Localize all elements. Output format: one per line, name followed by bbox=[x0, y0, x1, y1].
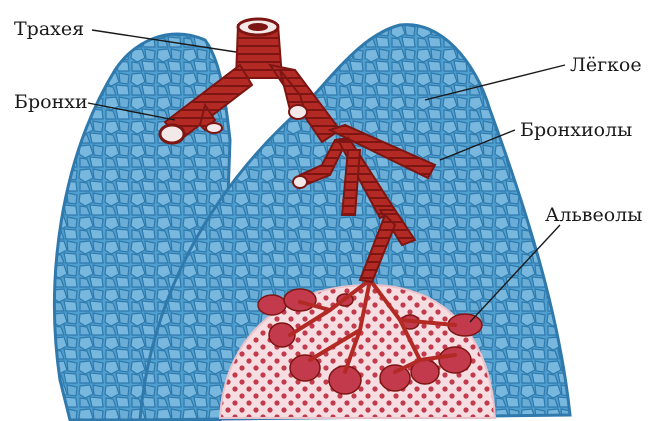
label-bronchioles: Бронхиолы bbox=[520, 119, 632, 141]
label-bronchi: Бронхи bbox=[14, 91, 88, 113]
label-alveoli: Альвеолы bbox=[545, 204, 642, 226]
label-lung: Лёгкое bbox=[570, 54, 642, 76]
label-trachea: Трахея bbox=[14, 18, 84, 40]
